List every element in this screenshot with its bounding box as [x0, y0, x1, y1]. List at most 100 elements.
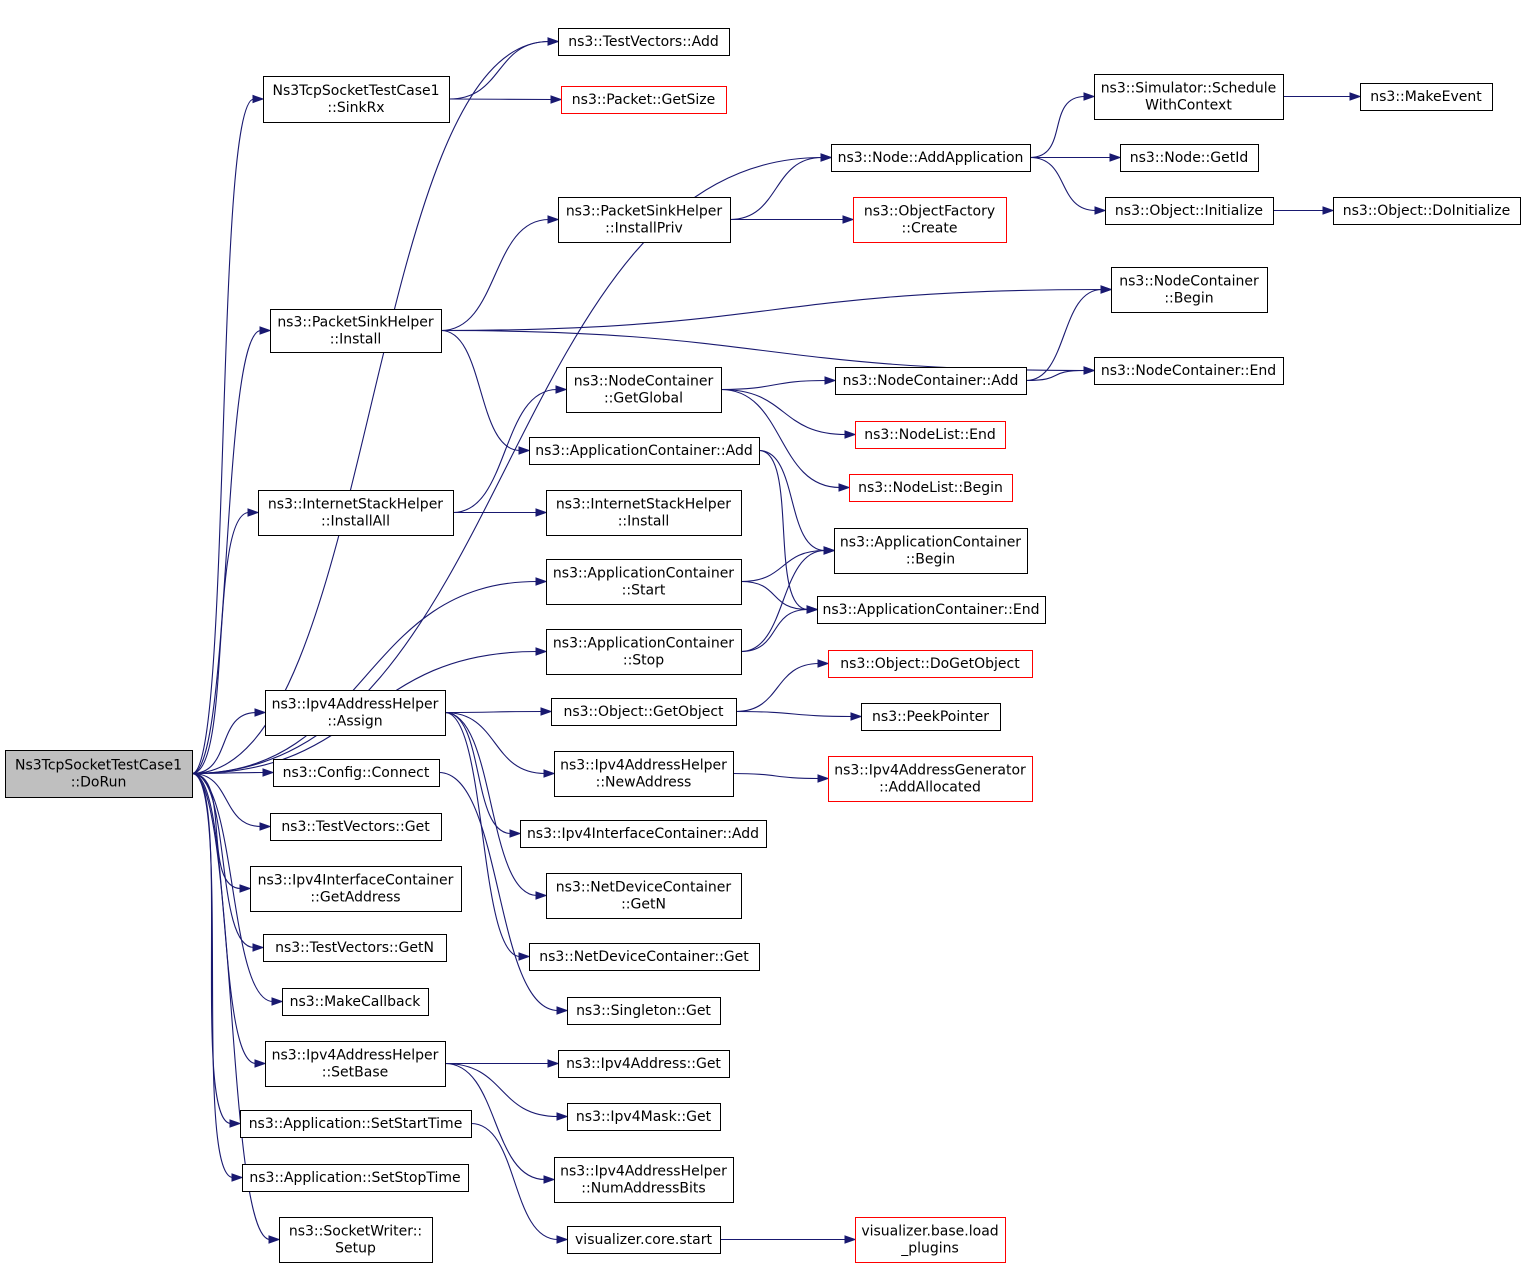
edge-do-run-to-tv-get	[191, 772, 262, 828]
node-ac-start[interactable]: ns3::ApplicationContainer::Start	[546, 559, 742, 605]
arrowhead-node-add-app-to-obj-init	[1094, 206, 1107, 215]
node-label: Ns3TcpSocketTestCase1	[15, 758, 182, 774]
node-ac-end[interactable]: ns3::ApplicationContainer::End	[817, 596, 1046, 624]
node-ac-stop[interactable]: ns3::ApplicationContainer::Stop	[546, 629, 742, 675]
edge-psh-install-priv-to-node-add-app	[729, 156, 823, 221]
node-nl-begin[interactable]: ns3::NodeList::Begin	[849, 474, 1013, 502]
node-make-event[interactable]: ns3::MakeEvent	[1360, 83, 1493, 111]
node-box	[558, 197, 731, 243]
edge-psh-install-to-psh-install-priv	[440, 218, 550, 332]
edge-config-connect-to-singleton-get	[438, 771, 559, 1012]
node-label: ns3::Ipv4InterfaceContainer::Add	[527, 826, 759, 842]
edge-node-add-app-to-obj-init	[1029, 156, 1097, 212]
arrowhead-iah-new-address-to-iag-add-allocated	[817, 774, 830, 783]
arrowhead-do-run-to-config-connect	[262, 768, 275, 777]
arrowhead-do-run-to-iah-assign	[254, 708, 267, 717]
node-do-run[interactable]: Ns3TcpSocketTestCase1::DoRun	[5, 750, 193, 798]
node-ish-install-all[interactable]: ns3::InternetStackHelper::InstallAll	[258, 490, 454, 536]
node-box	[828, 756, 1033, 802]
node-tv-add[interactable]: ns3::TestVectors::Add	[558, 28, 730, 56]
edge-do-run-to-sw-setup	[191, 772, 271, 1241]
node-box	[1333, 197, 1521, 225]
edge-do-run-to-tv-get-n	[191, 772, 255, 949]
node-viz-start[interactable]: visualizer.core.start	[567, 1226, 721, 1254]
node-ndc-get-n[interactable]: ns3::NetDeviceContainer::GetN	[546, 873, 742, 919]
node-box	[546, 873, 742, 919]
node-label: ns3::PacketSinkHelper	[566, 204, 723, 220]
arrowhead-node-add-app-to-node-get-id	[1109, 153, 1122, 162]
arrowhead-do-run-to-sink-rx	[252, 94, 265, 104]
node-label: ns3::Object::DoGetObject	[840, 656, 1020, 672]
node-psh-install[interactable]: ns3::PacketSinkHelper::Install	[270, 309, 442, 353]
node-box	[831, 144, 1031, 172]
arrowhead-ish-install-all-to-ish-install	[535, 508, 548, 517]
node-ipv4-mask-get[interactable]: ns3::Ipv4Mask::Get	[567, 1103, 721, 1131]
node-iah-num-bits[interactable]: ns3::Ipv4AddressHelper::NumAddressBits	[554, 1157, 734, 1203]
node-iag-add-allocated[interactable]: ns3::Ipv4AddressGenerator::AddAllocated	[828, 756, 1033, 802]
node-label: ns3::NodeContainer	[574, 374, 714, 390]
node-obj-fac-create[interactable]: ns3::ObjectFactory::Create	[853, 197, 1007, 243]
node-nc-end[interactable]: ns3::NodeContainer::End	[1094, 357, 1284, 385]
node-app-set-stop[interactable]: ns3::Application::SetStopTime	[242, 1164, 469, 1192]
node-sink-rx[interactable]: Ns3TcpSocketTestCase1::SinkRx	[263, 76, 450, 123]
node-node-add-app[interactable]: ns3::Node::AddApplication	[831, 144, 1031, 172]
node-label: Ns3TcpSocketTestCase1	[272, 83, 439, 99]
node-box	[263, 934, 447, 962]
edge-ish-install-all-to-nc-get-global	[452, 388, 558, 514]
node-app-set-start[interactable]: ns3::Application::SetStartTime	[240, 1110, 472, 1138]
arrowhead-sink-rx-to-tv-add	[547, 37, 560, 46]
node-box	[1111, 267, 1268, 313]
node-iic-add[interactable]: ns3::Ipv4InterfaceContainer::Add	[520, 820, 767, 848]
edge-node-add-app-to-sim-sched	[1029, 95, 1086, 159]
node-label: ::SetBase	[322, 1065, 389, 1081]
arrowhead-psh-install-priv-to-obj-fac-create	[842, 215, 855, 224]
edge-iah-assign-to-iic-add	[444, 711, 512, 835]
node-iah-set-base[interactable]: ns3::Ipv4AddressHelper::SetBase	[265, 1041, 446, 1087]
node-viz-load[interactable]: visualizer.base.load_plugins	[855, 1217, 1006, 1263]
arrowhead-do-run-to-ac-stop	[535, 647, 548, 656]
node-label: ns3::Ipv4InterfaceContainer	[258, 873, 454, 889]
arrowhead-viz-start-to-viz-load	[844, 1235, 857, 1244]
node-node-get-id[interactable]: ns3::Node::GetId	[1120, 144, 1259, 172]
edge-ac-start-to-ac-begin	[740, 549, 826, 583]
arrowhead-do-run-to-tv-get	[259, 822, 272, 831]
node-label: ns3::Ipv4AddressGenerator	[834, 763, 1026, 779]
node-obj-do-init[interactable]: ns3::Object::DoInitialize	[1333, 197, 1521, 225]
arrowhead-do-run-to-ish-install-all	[247, 508, 260, 517]
node-ac-add[interactable]: ns3::ApplicationContainer::Add	[529, 437, 760, 465]
node-nl-end[interactable]: ns3::NodeList::End	[855, 421, 1006, 449]
node-tv-get[interactable]: ns3::TestVectors::Get	[270, 813, 442, 841]
node-obj-get-object[interactable]: ns3::Object::GetObject	[551, 698, 737, 726]
node-ipv4-address-get[interactable]: ns3::Ipv4Address::Get	[558, 1050, 730, 1078]
node-config-connect[interactable]: ns3::Config::Connect	[273, 759, 440, 787]
arrowhead-do-run-to-ac-start	[535, 577, 548, 586]
node-label: ::GetGlobal	[604, 391, 683, 407]
node-label: ns3::Node::AddApplication	[838, 150, 1024, 166]
node-iah-assign[interactable]: ns3::Ipv4AddressHelper::Assign	[265, 690, 446, 736]
node-iah-new-address[interactable]: ns3::Ipv4AddressHelper::NewAddress	[554, 751, 734, 797]
node-obj-do-get-object[interactable]: ns3::Object::DoGetObject	[828, 650, 1033, 678]
node-pkt-get-size[interactable]: ns3::Packet::GetSize	[561, 86, 727, 114]
node-box	[834, 528, 1028, 574]
node-iic-get-address[interactable]: ns3::Ipv4InterfaceContainer::GetAddress	[250, 866, 462, 912]
node-tv-get-n[interactable]: ns3::TestVectors::GetN	[263, 934, 447, 962]
arrowhead-app-set-start-to-viz-start	[556, 1235, 569, 1244]
arrowhead-ac-stop-to-ac-end	[806, 605, 819, 614]
node-label: ns3::NodeContainer::End	[1101, 363, 1276, 379]
edge-do-run-to-node-add-app	[191, 156, 823, 775]
node-nc-begin[interactable]: ns3::NodeContainer::Begin	[1111, 267, 1268, 313]
node-make-callback[interactable]: ns3::MakeCallback	[282, 988, 429, 1016]
node-peek-pointer[interactable]: ns3::PeekPointer	[861, 703, 1001, 731]
node-nc-add[interactable]: ns3::NodeContainer::Add	[835, 367, 1027, 395]
node-singleton-get[interactable]: ns3::Singleton::Get	[567, 997, 721, 1025]
node-nc-get-global[interactable]: ns3::NodeContainer::GetGlobal	[566, 367, 722, 413]
node-ndc-get[interactable]: ns3::NetDeviceContainer::Get	[529, 943, 760, 971]
node-sw-setup[interactable]: ns3::SocketWriter::Setup	[279, 1217, 433, 1263]
arrowhead-nc-add-to-nc-begin	[1100, 285, 1113, 294]
node-ac-begin[interactable]: ns3::ApplicationContainer::Begin	[834, 528, 1028, 574]
node-obj-init[interactable]: ns3::Object::Initialize	[1105, 197, 1274, 225]
arrowhead-obj-init-to-obj-do-init	[1322, 206, 1335, 215]
node-psh-install-priv[interactable]: ns3::PacketSinkHelper::InstallPriv	[558, 197, 731, 243]
node-ish-install[interactable]: ns3::InternetStackHelper::Install	[546, 490, 742, 536]
